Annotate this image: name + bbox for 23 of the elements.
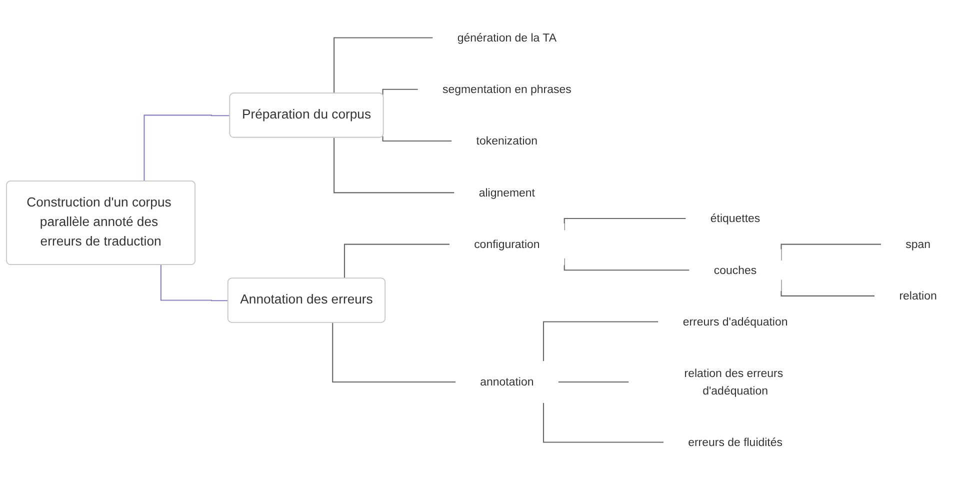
connector (334, 37, 433, 94)
node-text: span (906, 237, 930, 250)
connector (332, 322, 456, 383)
connector (382, 88, 418, 95)
connector (558, 381, 629, 383)
node-text: relation des erreurs d'adéquation (684, 366, 784, 397)
connector (382, 136, 452, 142)
node-text: étiquettes (710, 212, 760, 225)
connector (542, 402, 664, 443)
node-text: génération de la TA (457, 30, 556, 44)
node-text: configuration (474, 237, 540, 250)
node-text: relation (899, 288, 937, 302)
node-text: segmentation en phrases (442, 82, 572, 96)
node-text: erreurs de fluidités (688, 435, 782, 448)
connector (542, 321, 658, 362)
node-text: tokenization (476, 134, 538, 148)
connector (334, 138, 454, 194)
connector (160, 265, 228, 302)
node-text: erreurs d'adéquation (682, 314, 788, 328)
connector (344, 244, 450, 279)
node-text: alignement (478, 186, 536, 199)
node-text: annotation (480, 375, 534, 388)
connector (144, 114, 230, 182)
